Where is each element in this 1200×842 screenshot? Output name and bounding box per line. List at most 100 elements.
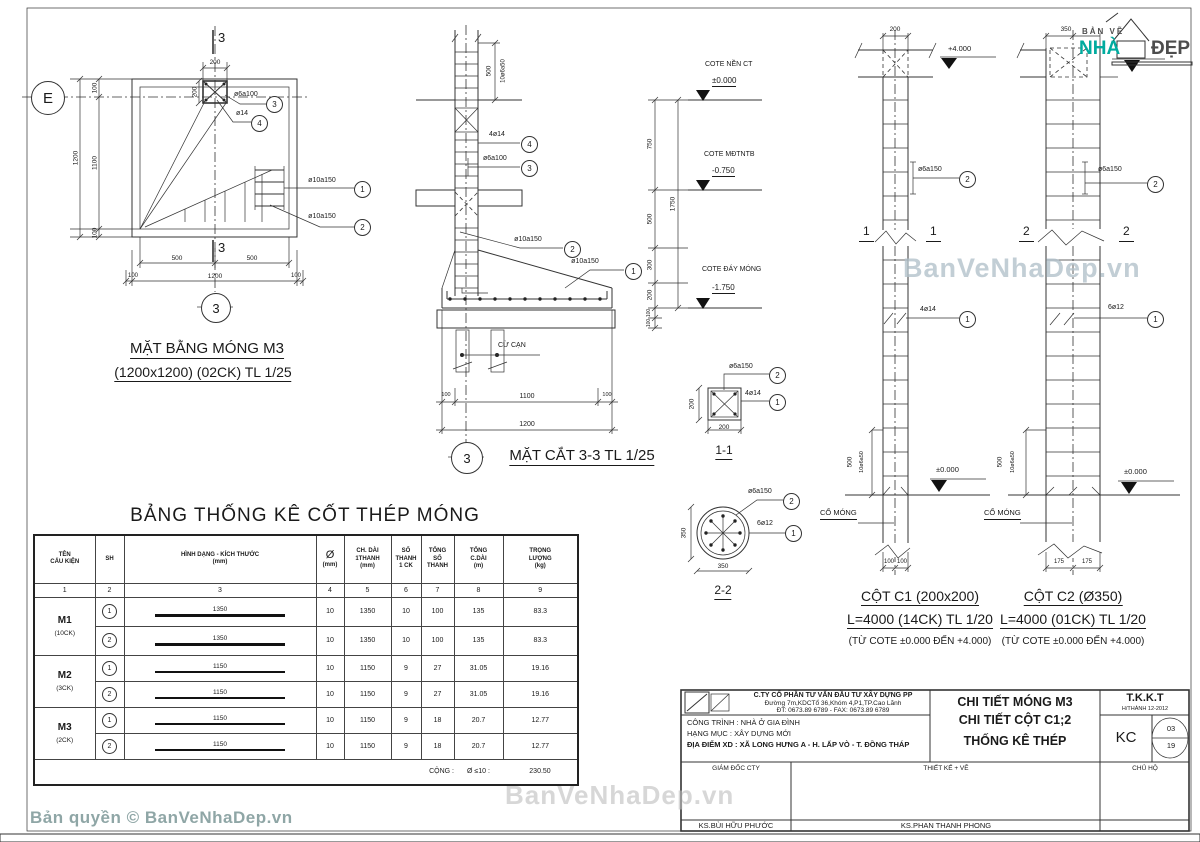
plan-dim: 100 bbox=[91, 227, 99, 239]
c2-dim: 350 bbox=[1060, 26, 1072, 33]
c1-range: (TỪ COTE ±0.000 ĐẾN +4.000) bbox=[848, 636, 992, 647]
watermark-center: BanVeNhaDep.vn bbox=[903, 253, 1141, 283]
sheet-total: 19 bbox=[1166, 741, 1176, 750]
rebar-label: ø10a150 bbox=[571, 258, 599, 265]
col-number: 7 bbox=[420, 582, 455, 598]
sec11-title: 1-1 bbox=[715, 443, 733, 460]
stage-label: T.K.K.T bbox=[1126, 692, 1164, 704]
sheet-number: 03 bbox=[1166, 724, 1176, 733]
cote-label: COTE NỀN CT bbox=[705, 61, 753, 68]
discipline-label: KC bbox=[1115, 729, 1137, 746]
elev-dim: 200 bbox=[646, 289, 654, 301]
plan-section-mark-top: 3 bbox=[218, 30, 226, 45]
rebar-label: ø14 bbox=[236, 110, 249, 117]
plan-dim: 100 bbox=[290, 273, 302, 279]
callout-circle: 2 bbox=[769, 367, 786, 384]
c2-title2: L=4000 (01CK) TL 1/20 bbox=[1000, 611, 1146, 630]
cote-value: -1.750 bbox=[712, 283, 735, 295]
role-owner: CHỦ HỘ bbox=[1132, 765, 1158, 772]
table-footer: CỘNG : Ø ≤10 : 230.50 bbox=[429, 768, 551, 776]
callout-circle: 3 bbox=[266, 96, 283, 113]
c2-dim: 10ø6a50 bbox=[1009, 451, 1016, 473]
plan-title: MẶT BẰNG MÓNG M3 bbox=[130, 340, 284, 360]
rebar-label: ø10a150 bbox=[514, 236, 542, 243]
callout-circle: 3 bbox=[521, 160, 538, 177]
sec22-dim: 350 bbox=[680, 527, 688, 539]
callout-circle: 2 bbox=[564, 241, 581, 258]
c1-mark: 1 bbox=[859, 224, 874, 242]
sec33-dim: 1100 bbox=[519, 393, 535, 400]
col-number: 8 bbox=[453, 582, 504, 598]
sheet-frame bbox=[26, 7, 1192, 832]
detail-bubble-3: 3 bbox=[201, 293, 231, 323]
member-cell: M3(2CK) bbox=[33, 706, 96, 760]
callout-circle: 1 bbox=[354, 181, 371, 198]
detail-bubble-3: 3 bbox=[451, 442, 483, 474]
rebar-label: 6ø12 bbox=[1108, 304, 1124, 311]
title-block bbox=[680, 689, 1190, 832]
c1-mark: 1 bbox=[926, 224, 941, 242]
rebar-label: 4ø14 bbox=[489, 131, 505, 138]
rebar-label: ø10a150 bbox=[308, 213, 336, 220]
elev-dim: 500 bbox=[646, 213, 654, 225]
callout-circle: 1 bbox=[785, 525, 802, 542]
cote-label: COTE MĐTNTB bbox=[704, 151, 755, 158]
brand-house-icon bbox=[1105, 12, 1193, 66]
rebar-label: ø6a100 bbox=[483, 155, 507, 162]
plan-dim: 200 bbox=[191, 86, 199, 98]
copyright-watermark: Bản quyền © BanVeNhaDep.vn bbox=[30, 808, 293, 827]
plan-dim: 500 bbox=[171, 255, 183, 262]
sec22-dim: 350 bbox=[717, 563, 729, 570]
plan-section-mark-bottom: 3 bbox=[218, 240, 226, 255]
callout-circle: 2 bbox=[783, 493, 800, 510]
sec33-dim: 10ø6a50 bbox=[500, 59, 507, 83]
member-cell: M1(10CK) bbox=[33, 596, 96, 656]
callout-circle: 1 bbox=[1147, 311, 1164, 328]
project-location: ĐỊA ĐIỂM XD : XÃ LONG HƯNG A - H. LẤP VÒ… bbox=[687, 740, 910, 749]
elev-dim: 750 bbox=[646, 138, 654, 150]
role-director: GIÁM ĐỐC CTY bbox=[712, 765, 760, 772]
c1-elev: ±0.000 bbox=[936, 465, 959, 474]
plan-dim: 1200 bbox=[72, 150, 80, 166]
callout-circle: 1 bbox=[959, 311, 976, 328]
cote-value: -0.750 bbox=[712, 166, 735, 178]
elev-dim: 100 bbox=[646, 308, 653, 318]
table-title: BẢNG THỐNG KÊ CỐT THÉP MÓNG bbox=[130, 505, 480, 526]
grid-bubble-e: E bbox=[31, 81, 65, 115]
col-number: 3 bbox=[123, 582, 317, 598]
c1-dim: 100 bbox=[896, 559, 908, 565]
col-header: SH bbox=[94, 534, 125, 584]
drawing-title-2: CHI TIẾT CỘT C1;2 bbox=[958, 713, 1072, 727]
callout-circle: 1 bbox=[769, 394, 786, 411]
cote-label: COTE ĐÁY MÓNG bbox=[702, 266, 762, 273]
c1-elev: +4.000 bbox=[948, 44, 972, 53]
c1-dim: 500 bbox=[846, 456, 854, 468]
sec22-title: 2-2 bbox=[714, 583, 732, 600]
pile-label: CỪ CẠN bbox=[498, 342, 526, 349]
rebar-label: 4ø14 bbox=[745, 390, 761, 397]
col-header: Ø(mm) bbox=[315, 534, 345, 584]
rebar-label: ø6a100 bbox=[234, 91, 258, 98]
elevation-marks bbox=[648, 90, 762, 332]
callout-circle: 2 bbox=[354, 219, 371, 236]
company-phone: ĐT: 0673.89 6789 - FAX: 0673.89 6789 bbox=[776, 707, 890, 714]
sec11-dim: 200 bbox=[718, 424, 730, 431]
rebar-label: ø6a150 bbox=[1098, 166, 1122, 173]
col-number: 9 bbox=[502, 582, 579, 598]
c2-mark: 2 bbox=[1019, 224, 1034, 242]
company-name: C.TY CỔ PHẦN TƯ VẤN ĐẦU TƯ XÂY DỰNG PP bbox=[753, 692, 913, 699]
signer-name-1: KS.BÙI HỮU PHƯỚC bbox=[698, 821, 774, 830]
drawing-title-1: CHI TIẾT MÓNG M3 bbox=[957, 695, 1073, 709]
sec33-title: MẶT CẮT 3-3 TL 1/25 bbox=[509, 447, 655, 467]
cote-value: ±0.000 bbox=[712, 76, 737, 88]
col-header: HÌNH DẠNG - KÍCH THƯỚC(mm) bbox=[123, 534, 317, 584]
col-number: 6 bbox=[390, 582, 422, 598]
